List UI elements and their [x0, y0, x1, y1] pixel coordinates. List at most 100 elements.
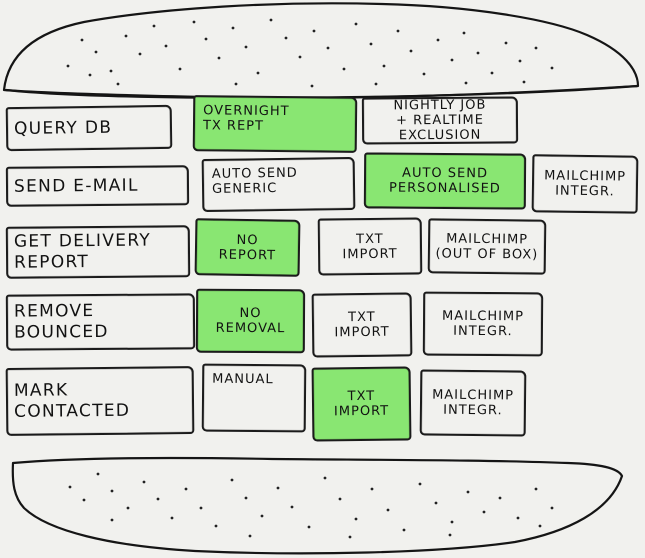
seed-dot — [80, 38, 84, 42]
option-remove-bounced-mailchimp-integr: MAILCHIMP INTEGR. — [422, 291, 544, 357]
seed-dot — [382, 64, 386, 68]
seed-dot — [422, 72, 426, 76]
step-label-remove-bounced: REMOVE BOUNCED — [5, 293, 196, 351]
option-delivery-report-txt-import: TXT IMPORT — [317, 217, 423, 276]
seed-dot — [156, 497, 160, 501]
seed-dot — [234, 82, 238, 86]
seed-dot — [504, 41, 508, 45]
seed-dot — [178, 67, 182, 71]
seed-dot — [164, 44, 168, 48]
seed-dot — [434, 501, 438, 505]
seed-dot — [348, 535, 352, 539]
seed-dot — [260, 514, 264, 518]
seed-dot — [204, 37, 208, 41]
seed-dot — [396, 29, 400, 33]
seed-dot — [369, 42, 373, 46]
seed-dot — [436, 38, 440, 42]
seed-dot — [66, 64, 70, 68]
seed-dot — [199, 506, 203, 510]
seed-dot — [342, 67, 346, 71]
seed-dot — [110, 489, 114, 493]
seed-dot — [276, 486, 280, 490]
option-query-db-overnight-tx-report: OVERNIGHT TX REPT — [192, 95, 358, 153]
seed-dot — [550, 506, 554, 510]
seed-dot — [354, 22, 358, 26]
seed-dot — [184, 487, 188, 491]
seed-dot — [516, 516, 520, 520]
seed-dot — [142, 480, 146, 484]
seed-dot — [214, 524, 218, 528]
seed-dot — [152, 24, 156, 28]
seed-dot — [290, 505, 294, 509]
seed-dot — [244, 45, 248, 49]
seed-dot — [284, 36, 288, 40]
option-send-email-auto-send-generic: AUTO SEND GENERIC — [201, 156, 356, 213]
top-bun-seeds — [66, 18, 554, 88]
seed-dot — [522, 80, 526, 84]
option-mark-contacted-txt-import: TXT IMPORT — [311, 366, 412, 442]
seed-dot — [170, 516, 174, 520]
seed-dot — [534, 487, 538, 491]
seed-dot — [88, 73, 92, 77]
seed-dot — [498, 496, 502, 500]
step-label-send-email: SEND E-MAIL — [5, 165, 190, 207]
option-delivery-report-mailchimp-out-of-box: MAILCHIMP (OUT OF BOX) — [427, 218, 547, 275]
seed-dot — [94, 50, 98, 54]
option-remove-bounced-txt-import: TXT IMPORT — [311, 292, 413, 358]
seed-dot — [109, 69, 113, 73]
seed-dot — [534, 46, 538, 50]
option-remove-bounced-no-removal: NO REMOVAL — [195, 288, 306, 354]
option-delivery-report-no-report: NO REPORT — [194, 218, 301, 277]
seed-dot — [217, 56, 221, 60]
seed-dot — [490, 71, 494, 75]
option-send-email-mailchimp-integr: MAILCHIMP INTEGR. — [531, 154, 639, 214]
seed-dot — [310, 84, 314, 88]
seed-dot — [418, 482, 422, 486]
option-send-email-auto-send-personalised: AUTO SEND PERSONALISED — [363, 152, 527, 210]
seed-dot — [374, 82, 378, 86]
seed-dot — [124, 34, 128, 38]
seed-dot — [110, 518, 114, 522]
seed-dot — [462, 31, 466, 35]
seed-dot — [370, 487, 374, 491]
seed-dot — [409, 49, 413, 53]
seed-dot — [298, 55, 302, 59]
seed-dot — [244, 496, 248, 500]
seed-dot — [476, 51, 480, 55]
seed-dot — [269, 18, 273, 22]
seed-dot — [402, 528, 406, 532]
bottom-bun-outline — [11, 456, 624, 555]
seed-dot — [482, 510, 486, 514]
option-mark-contacted-mailchimp-integr: MAILCHIMP INTEGR. — [419, 369, 527, 437]
seed-dot — [518, 59, 522, 63]
top-bun-outline — [2, 2, 640, 99]
seed-dot — [338, 497, 342, 501]
seed-dot — [231, 26, 235, 30]
seed-dot — [312, 29, 316, 33]
seed-dot — [550, 66, 554, 70]
bottom-bun-seeds — [68, 472, 554, 539]
seed-dot — [464, 81, 468, 85]
seed-dot — [326, 46, 330, 50]
seed-dot — [323, 476, 327, 480]
seed-dot — [354, 517, 358, 521]
seed-dot — [466, 490, 470, 494]
seed-dot — [450, 520, 454, 524]
seed-dot — [307, 525, 311, 529]
seed-dot — [230, 478, 234, 482]
step-label-mark-contacted: MARK CONTACTED — [5, 366, 195, 436]
seed-dot — [448, 533, 452, 537]
seed-dot — [126, 506, 130, 510]
option-mark-contacted-manual: MANUAL — [201, 363, 307, 433]
seed-dot — [386, 508, 390, 512]
seed-dot — [82, 498, 86, 502]
seed-dot — [248, 534, 252, 538]
seed-dot — [538, 524, 542, 528]
seed-dot — [116, 82, 120, 86]
seed-dot — [256, 71, 260, 75]
seed-dot — [192, 20, 196, 24]
seed-dot — [450, 58, 454, 62]
step-label-get-delivery-report: GET DELIVERY REPORT — [5, 225, 191, 279]
seed-dot — [96, 472, 100, 476]
